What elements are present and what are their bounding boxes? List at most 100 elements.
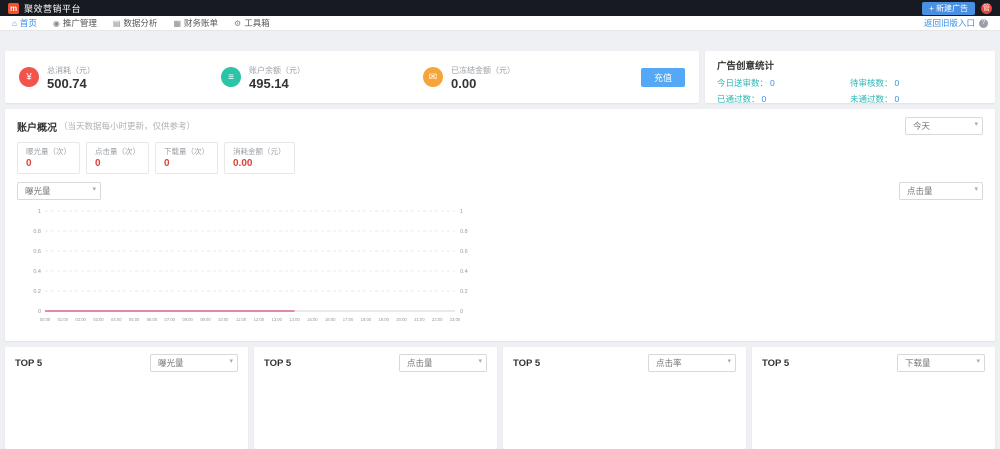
creative-stat-label: 未通过数：	[850, 94, 893, 104]
svg-text:1: 1	[460, 209, 463, 215]
svg-text:16:00: 16:00	[325, 317, 336, 322]
metric-impressions: 曝光量（次） 0	[17, 142, 80, 174]
creative-stats-card: 广告创意统计 今日送审数：0 待审核数：0 已通过数：0 未通过数：0	[705, 51, 995, 105]
legacy-link-label: 返回旧版入口	[923, 18, 975, 28]
balance-overview-card: ¥ 总消耗（元） 500.74 ≡ 账户余额（元） 495.14 ✉ 已冻结金额…	[5, 51, 699, 103]
main-nav: ⌂ 首页 ◉ 推广管理 ▤ 数据分析 ▦ 财务账单 ⚙ 工具箱 返回旧版入口 ?	[0, 16, 1000, 31]
consume-icon: ¥	[19, 67, 39, 87]
balance-icon: ≡	[221, 67, 241, 87]
topbar: m 聚效营销平台 + 新建广告 管	[0, 0, 1000, 16]
recharge-button[interactable]: 充值	[640, 67, 685, 87]
svg-text:20:00: 20:00	[396, 317, 407, 322]
stat-value: 495.14	[249, 75, 289, 91]
svg-text:13:00: 13:00	[271, 317, 282, 322]
svg-text:06:00: 06:00	[147, 317, 158, 322]
creative-stat-value: 0	[894, 94, 900, 104]
metric-label: 下载量（次）	[164, 147, 209, 156]
new-ad-button[interactable]: + 新建广告	[922, 1, 975, 15]
stat-value: 500.74	[47, 75, 87, 91]
campaign-icon: ◉	[52, 18, 60, 28]
top5-title: TOP 5	[762, 357, 790, 369]
top5-select-impressions[interactable]: 曝光量	[150, 354, 238, 372]
svg-text:0: 0	[38, 309, 41, 315]
frozen-icon: ✉	[423, 67, 443, 87]
nav-item-finance[interactable]: ▦ 财务账单	[173, 17, 218, 29]
nav-item-tools[interactable]: ⚙ 工具箱	[234, 17, 270, 29]
stat-label: 账户余额（元）	[249, 65, 305, 75]
account-overview-note: （当天数据每小时更新，仅供参考）	[59, 121, 196, 131]
right-series-select[interactable]: 点击量	[899, 182, 983, 200]
user-avatar[interactable]: 管	[981, 2, 992, 14]
creative-stat-value: 0	[761, 94, 767, 104]
nav-label: 工具箱	[244, 18, 270, 28]
help-icon[interactable]: ?	[979, 18, 988, 28]
legacy-version-link[interactable]: 返回旧版入口 ?	[924, 17, 988, 29]
nav-item-campaigns[interactable]: ◉ 推广管理	[53, 17, 97, 29]
svg-text:0.6: 0.6	[460, 249, 468, 255]
left-series-select[interactable]: 曝光量	[17, 182, 101, 200]
svg-text:03:00: 03:00	[93, 317, 104, 322]
svg-text:04:00: 04:00	[111, 317, 122, 322]
svg-text:0.6: 0.6	[33, 249, 41, 255]
nav-label: 财务账单	[184, 18, 219, 28]
svg-text:0: 0	[460, 309, 463, 315]
top5-card-downloads: TOP 5 下载量	[752, 347, 995, 449]
svg-text:1: 1	[38, 209, 41, 215]
nav-label: 数据分析	[123, 18, 158, 28]
svg-text:0.2: 0.2	[33, 289, 41, 295]
creative-stat-pending: 待审核数：0	[850, 77, 983, 89]
creative-stat-value: 0	[894, 78, 900, 88]
metric-downloads: 下载量（次） 0	[155, 142, 218, 174]
creative-stat-rejected: 未通过数：0	[850, 93, 983, 105]
nav-item-analytics[interactable]: ▤ 数据分析	[113, 17, 158, 29]
svg-text:01:00: 01:00	[58, 317, 69, 322]
svg-text:19:00: 19:00	[378, 317, 389, 322]
app-logo: m	[8, 2, 19, 14]
metric-clicks: 点击量（次） 0	[86, 142, 149, 174]
svg-text:02:00: 02:00	[75, 317, 86, 322]
stat-frozen: ✉ 已冻结金额（元） 0.00	[423, 65, 625, 90]
svg-text:07:00: 07:00	[165, 317, 176, 322]
metric-spend: 消耗金额（元） 0.00	[224, 142, 295, 174]
stat-balance: ≡ 账户余额（元） 495.14	[221, 65, 423, 90]
nav-item-home[interactable]: ⌂ 首页	[12, 17, 37, 29]
metric-value: 0	[95, 158, 101, 169]
svg-text:0.2: 0.2	[460, 289, 468, 295]
metric-label: 消耗金额（元）	[233, 147, 286, 156]
topbar-right: + 新建广告 管	[922, 1, 992, 15]
tools-icon: ⚙	[234, 18, 242, 28]
stat-total-consume: ¥ 总消耗（元） 500.74	[19, 65, 221, 90]
svg-text:18:00: 18:00	[361, 317, 372, 322]
nav-label: 首页	[19, 18, 37, 28]
account-overview-card: 账户概况 （当天数据每小时更新，仅供参考） 今天 曝光量（次） 0 点击量（次）…	[5, 109, 995, 341]
nav-label: 推广管理	[62, 18, 97, 28]
date-range-select[interactable]: 今天	[905, 117, 983, 135]
stat-label: 总消耗（元）	[47, 65, 95, 75]
svg-text:23:00: 23:00	[450, 317, 461, 322]
analytics-icon: ▤	[112, 18, 121, 28]
metric-value: 0.00	[233, 158, 253, 169]
svg-text:15:00: 15:00	[307, 317, 318, 322]
top5-title: TOP 5	[15, 357, 43, 369]
top5-title: TOP 5	[513, 357, 541, 369]
creative-stat-label: 今日送审数：	[717, 78, 769, 88]
top5-card-impressions: TOP 5 曝光量	[5, 347, 248, 449]
page-content: ¥ 总消耗（元） 500.74 ≡ 账户余额（元） 495.14 ✉ 已冻结金额…	[0, 31, 1000, 449]
creative-stat-value: 0	[770, 78, 775, 88]
svg-text:0.8: 0.8	[33, 229, 41, 235]
svg-text:0.8: 0.8	[460, 229, 468, 235]
app-title: 聚效营销平台	[24, 3, 82, 14]
top5-select-ctr[interactable]: 点击率	[648, 354, 736, 372]
svg-text:08:00: 08:00	[182, 317, 193, 322]
stat-label: 已冻结金额（元）	[451, 65, 515, 75]
top5-select-downloads[interactable]: 下载量	[897, 354, 985, 372]
svg-text:10:00: 10:00	[218, 317, 229, 322]
svg-text:05:00: 05:00	[129, 317, 140, 322]
metric-label: 点击量（次）	[95, 147, 140, 156]
svg-text:12:00: 12:00	[254, 317, 265, 322]
metric-value: 0	[164, 158, 170, 169]
top5-select-clicks[interactable]: 点击量	[399, 354, 487, 372]
creative-stat-approved: 已通过数：0	[717, 93, 850, 105]
top5-title: TOP 5	[264, 357, 292, 369]
